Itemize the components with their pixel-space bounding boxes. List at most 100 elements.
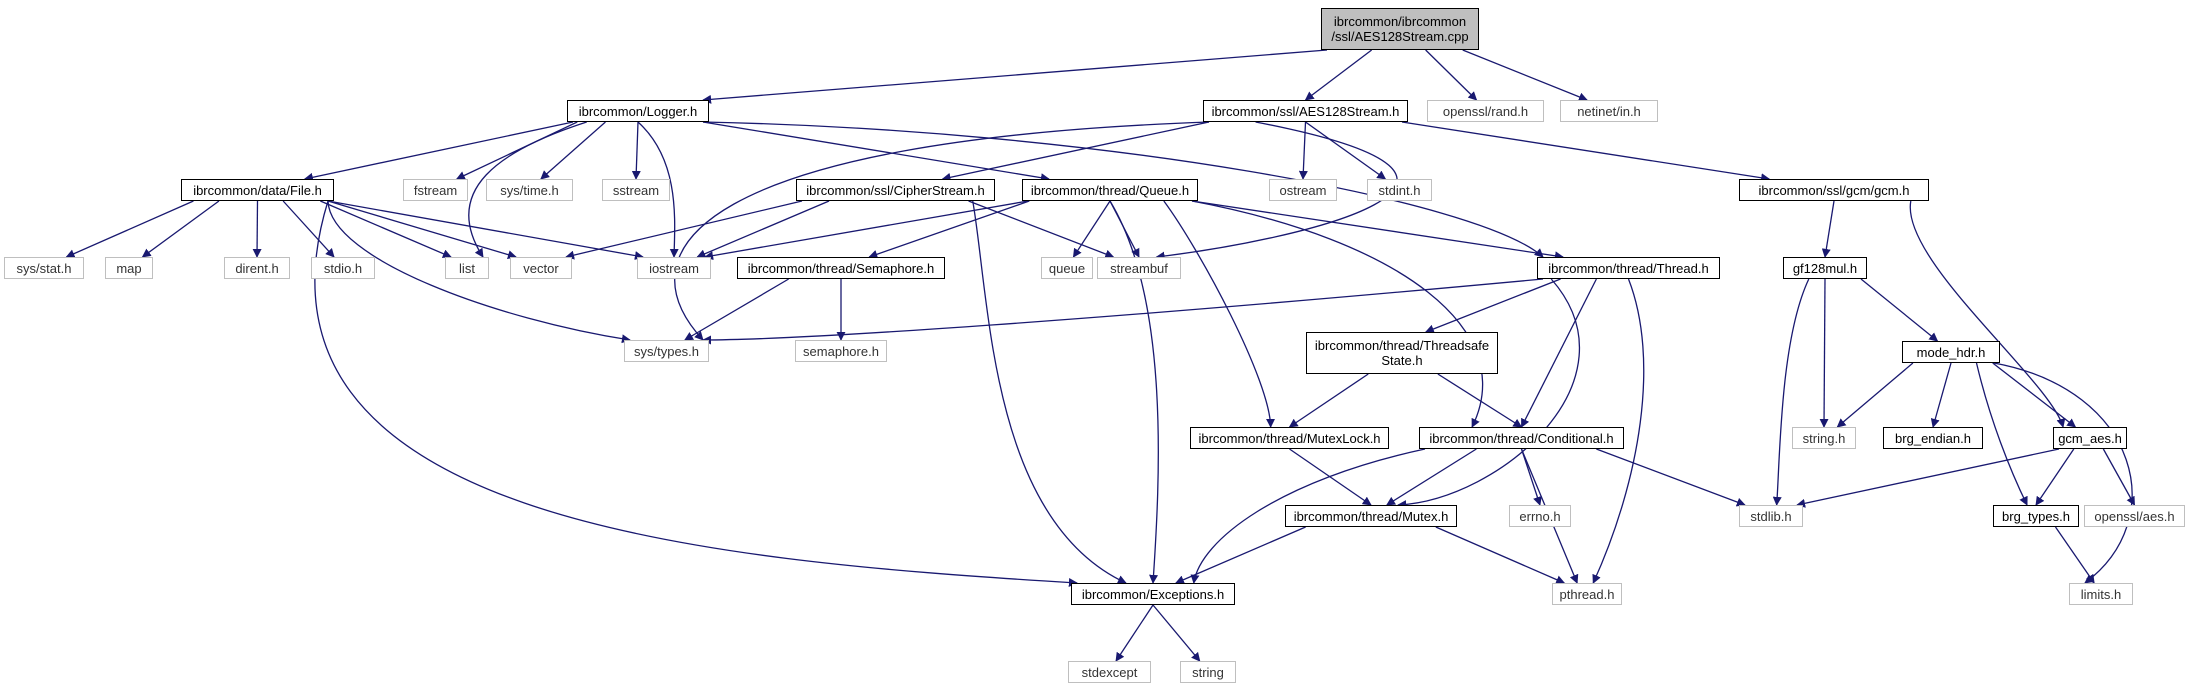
edge-logger-h-to-iostream xyxy=(637,121,679,258)
edge-conditional-h-to-mutex-h xyxy=(1386,448,1477,506)
node-mode-hdr-h[interactable]: mode_hdr.h xyxy=(1902,341,2000,363)
edge-cipherstream-h-to-vector xyxy=(565,200,803,260)
node-map: map xyxy=(105,257,153,279)
edge-file-h-to-iostream xyxy=(327,200,644,261)
node-list: list xyxy=(445,257,489,279)
edge-file-h-to-exceptions-h xyxy=(314,200,1078,587)
node-semaphore-h[interactable]: ibrcommon/thread/Semaphore.h xyxy=(737,257,945,279)
edge-aes128stream-h-to-sys-types-h xyxy=(674,121,1210,341)
edge-mode-hdr-h-to-limits-h xyxy=(1993,362,2133,584)
node-queue-h[interactable]: ibrcommon/thread/Queue.h xyxy=(1022,179,1198,201)
edge-file-h-to-vector xyxy=(327,200,517,260)
edge-mode-hdr-h-to-string-h xyxy=(1836,362,1914,428)
edge-aes128stream-h-to-cipherstream-h xyxy=(941,121,1210,182)
node-string-h: string.h xyxy=(1792,427,1856,449)
edge-exceptions-h-to-stdexcept xyxy=(1115,604,1154,662)
node-cipherstream-h[interactable]: ibrcommon/ssl/CipherStream.h xyxy=(796,179,995,201)
edge-logger-h-to-queue-h xyxy=(702,121,1050,183)
edge-queue-h-to-thread-h xyxy=(1191,200,1564,261)
edge-file-h-to-map xyxy=(141,200,220,258)
node-mutexlock-h[interactable]: ibrcommon/thread/MutexLock.h xyxy=(1190,427,1389,449)
node-semaphore-sys-h: semaphore.h xyxy=(795,340,887,362)
edge-root-to-aes128stream-h xyxy=(1304,49,1373,101)
node-sys-stat-h: sys/stat.h xyxy=(4,257,84,279)
node-stdio-h: stdio.h xyxy=(311,257,375,279)
edge-brg-types-h-to-limits-h xyxy=(2054,526,2095,584)
node-conditional-h[interactable]: ibrcommon/thread/Conditional.h xyxy=(1419,427,1624,449)
edge-conditional-h-to-exceptions-h xyxy=(1190,448,1426,584)
edge-file-h-to-list xyxy=(320,200,452,258)
edge-gf128mul-h-to-mode-hdr-h xyxy=(1860,278,1939,342)
edge-aes128stream-h-to-gcm-h xyxy=(1401,121,1771,183)
node-string: string xyxy=(1180,661,1236,683)
node-sys-types-h: sys/types.h xyxy=(624,340,709,362)
edge-logger-h-to-fstream xyxy=(455,121,578,180)
edge-queue-h-to-mutexlock-h xyxy=(1163,200,1276,428)
node-iostream: iostream xyxy=(637,257,711,279)
edge-threadsafe-h-to-conditional-h xyxy=(1437,373,1523,428)
edge-root-to-logger-h xyxy=(702,49,1328,104)
node-aes128stream-h[interactable]: ibrcommon/ssl/AES128Stream.h xyxy=(1203,100,1408,122)
node-dirent-h: dirent.h xyxy=(224,257,290,279)
edge-thread-h-to-pthread-h xyxy=(1592,278,1645,584)
node-exceptions-h[interactable]: ibrcommon/Exceptions.h xyxy=(1071,583,1235,605)
edge-thread-h-to-threadsafe-h xyxy=(1424,278,1561,334)
node-gcm-aes-h[interactable]: gcm_aes.h xyxy=(2053,427,2127,449)
edge-cipherstream-h-to-exceptions-h xyxy=(972,200,1127,584)
edge-mode-hdr-h-to-gcm-aes-h xyxy=(1992,362,2077,428)
node-sstream: sstream xyxy=(602,179,670,201)
node-root[interactable]: ibrcommon/ibrcommon /ssl/AES128Stream.cp… xyxy=(1321,8,1479,50)
edge-file-h-to-stdio-h xyxy=(282,200,335,258)
node-gcm-h[interactable]: ibrcommon/ssl/gcm/gcm.h xyxy=(1739,179,1929,201)
dependency-edges xyxy=(65,49,2136,662)
node-openssl-aes-h: openssl/aes.h xyxy=(2084,505,2185,527)
edge-mode-hdr-h-to-brg-endian-h xyxy=(1930,362,1952,428)
node-fstream: fstream xyxy=(403,179,468,201)
node-vector: vector xyxy=(510,257,572,279)
node-stdint-h: stdint.h xyxy=(1367,179,1432,201)
edge-file-h-to-dirent-h xyxy=(252,200,262,258)
edge-file-h-to-sys-stat-h xyxy=(65,200,194,258)
edge-conditional-h-to-errno-h xyxy=(1520,448,1542,506)
edge-root-to-netinet-in-h xyxy=(1462,49,1588,102)
edge-queue-h-to-semaphore-h xyxy=(868,200,1030,259)
edge-logger-h-to-sys-time-h xyxy=(540,121,606,180)
edge-gcm-aes-h-to-stdlib-h xyxy=(1796,448,2060,508)
node-file-h[interactable]: ibrcommon/data/File.h xyxy=(181,179,334,201)
edge-thread-h-to-conditional-h xyxy=(1520,278,1597,428)
edge-queue-h-to-exceptions-h xyxy=(1109,200,1159,584)
node-thread-h[interactable]: ibrcommon/thread/Thread.h xyxy=(1537,257,1720,279)
edge-mode-hdr-h-to-brg-types-h xyxy=(1975,362,2028,506)
node-openssl-rand-h: openssl/rand.h xyxy=(1427,100,1544,122)
edge-thread-h-to-mutex-h xyxy=(1397,278,1580,510)
edge-threadsafe-h-to-mutexlock-h xyxy=(1288,373,1369,428)
node-threadsafe-h[interactable]: ibrcommon/thread/Threadsafe State.h xyxy=(1306,332,1498,374)
node-gf128mul-h[interactable]: gf128mul.h xyxy=(1783,257,1867,279)
edge-mutex-h-to-exceptions-h xyxy=(1175,526,1306,584)
node-sys-time-h: sys/time.h xyxy=(486,179,573,201)
node-logger-h[interactable]: ibrcommon/Logger.h xyxy=(567,100,709,122)
node-brg-endian-h[interactable]: brg_endian.h xyxy=(1883,427,1983,449)
node-streambuf: streambuf xyxy=(1097,257,1181,279)
edge-logger-h-to-sstream xyxy=(631,121,641,180)
edge-queue-h-to-iostream xyxy=(704,200,1029,261)
edge-gcm-h-to-gcm-aes-h xyxy=(1909,200,2066,428)
node-brg-types-h[interactable]: brg_types.h xyxy=(1993,505,2079,527)
edge-mutex-h-to-pthread-h xyxy=(1435,526,1566,584)
edge-aes128stream-h-to-streambuf xyxy=(1155,121,1398,261)
edge-aes128stream-h-to-stdint-h xyxy=(1305,121,1387,180)
edge-gcm-h-to-gf128mul-h xyxy=(1821,200,1835,258)
node-stdexcept: stdexcept xyxy=(1068,661,1151,683)
node-queue: queue xyxy=(1041,257,1093,279)
node-errno-h: errno.h xyxy=(1509,505,1571,527)
node-mutex-h[interactable]: ibrcommon/thread/Mutex.h xyxy=(1285,505,1457,527)
node-stdlib-h: stdlib.h xyxy=(1739,505,1803,527)
node-netinet-in-h: netinet/in.h xyxy=(1560,100,1658,122)
edge-semaphore-h-to-sys-types-h xyxy=(684,278,789,341)
edge-file-h-to-sys-types-h xyxy=(327,200,631,344)
edge-mutexlock-h-to-mutex-h xyxy=(1289,448,1372,506)
edge-aes128stream-h-to-ostream xyxy=(1298,121,1308,180)
edge-logger-h-to-file-h xyxy=(303,121,574,182)
edge-cipherstream-h-to-iostream xyxy=(696,200,830,258)
